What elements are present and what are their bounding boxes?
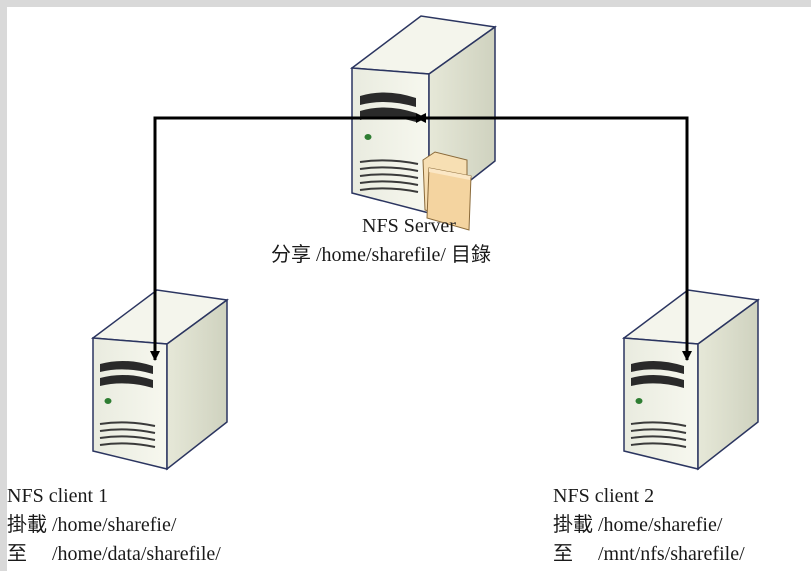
server-tower-icon <box>90 289 229 471</box>
client1-target-label: 至 /home/data/sharefile/ <box>7 543 221 565</box>
server-share-label: 分享 /home/sharefile/ 目錄 <box>271 244 491 266</box>
client1-name-label: NFS client 1 <box>7 485 109 507</box>
client2-name-label: NFS client 2 <box>553 485 655 507</box>
server-tower-icon <box>621 289 760 471</box>
diagram-graphics <box>90 15 760 471</box>
client2-mount-label: 掛載 /home/sharefie/ <box>553 514 723 536</box>
diagram-canvas: NFS Server 分享 /home/sharefile/ 目錄 NFS cl… <box>7 7 811 571</box>
client1-mount-label: 掛載 /home/sharefie/ <box>7 514 177 536</box>
client2-target-label: 至 /mnt/nfs/sharefile/ <box>553 543 745 565</box>
server-name-label: NFS Server <box>362 215 456 237</box>
connector-server-client2 <box>416 113 692 361</box>
connector-server-client1 <box>150 113 426 361</box>
